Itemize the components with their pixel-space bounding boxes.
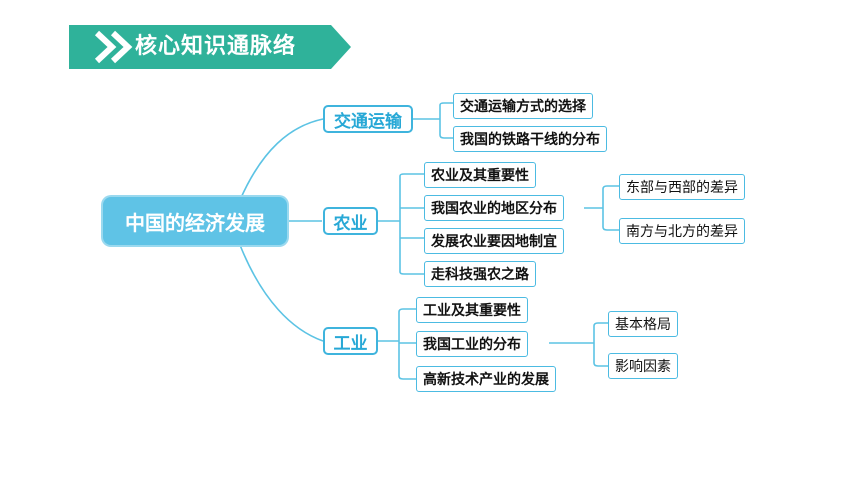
banner-shape xyxy=(69,25,351,69)
leaf-influencing-factors: 影响因素 xyxy=(608,353,678,379)
category-industry: 工业 xyxy=(323,327,378,355)
category-transport: 交通运输 xyxy=(323,105,413,133)
connector-root-industry xyxy=(239,244,324,342)
leaf-agriculture-distribution: 我国农业的地区分布 xyxy=(424,195,564,221)
root-topic: 中国的经济发展 xyxy=(103,197,287,245)
category-agriculture: 农业 xyxy=(323,207,378,235)
leaf-agriculture-importance: 农业及其重要性 xyxy=(424,162,536,188)
chevron-right-icon xyxy=(94,30,117,64)
chevron-right-icon xyxy=(110,30,133,64)
leaf-south-north-difference: 南方与北方的差异 xyxy=(619,218,745,244)
leaf-basic-pattern: 基本格局 xyxy=(608,311,678,337)
leaf-agriculture-local-conditions: 发展农业要因地制宜 xyxy=(424,228,564,254)
leaf-railway-distribution: 我国的铁路干线的分布 xyxy=(453,126,607,152)
leaf-industry-importance: 工业及其重要性 xyxy=(416,297,528,323)
leaf-industry-distribution: 我国工业的分布 xyxy=(416,331,528,357)
banner-title: 核心知识通脉络 xyxy=(135,34,297,59)
section-banner: 核心知识通脉络 xyxy=(69,25,351,69)
connector-root-transport xyxy=(239,118,324,201)
leaf-transport-mode-choice: 交通运输方式的选择 xyxy=(453,93,593,119)
leaf-agriculture-technology: 走科技强农之路 xyxy=(424,261,536,287)
leaf-high-tech-industry: 高新技术产业的发展 xyxy=(416,366,556,392)
leaf-east-west-difference: 东部与西部的差异 xyxy=(619,174,745,200)
